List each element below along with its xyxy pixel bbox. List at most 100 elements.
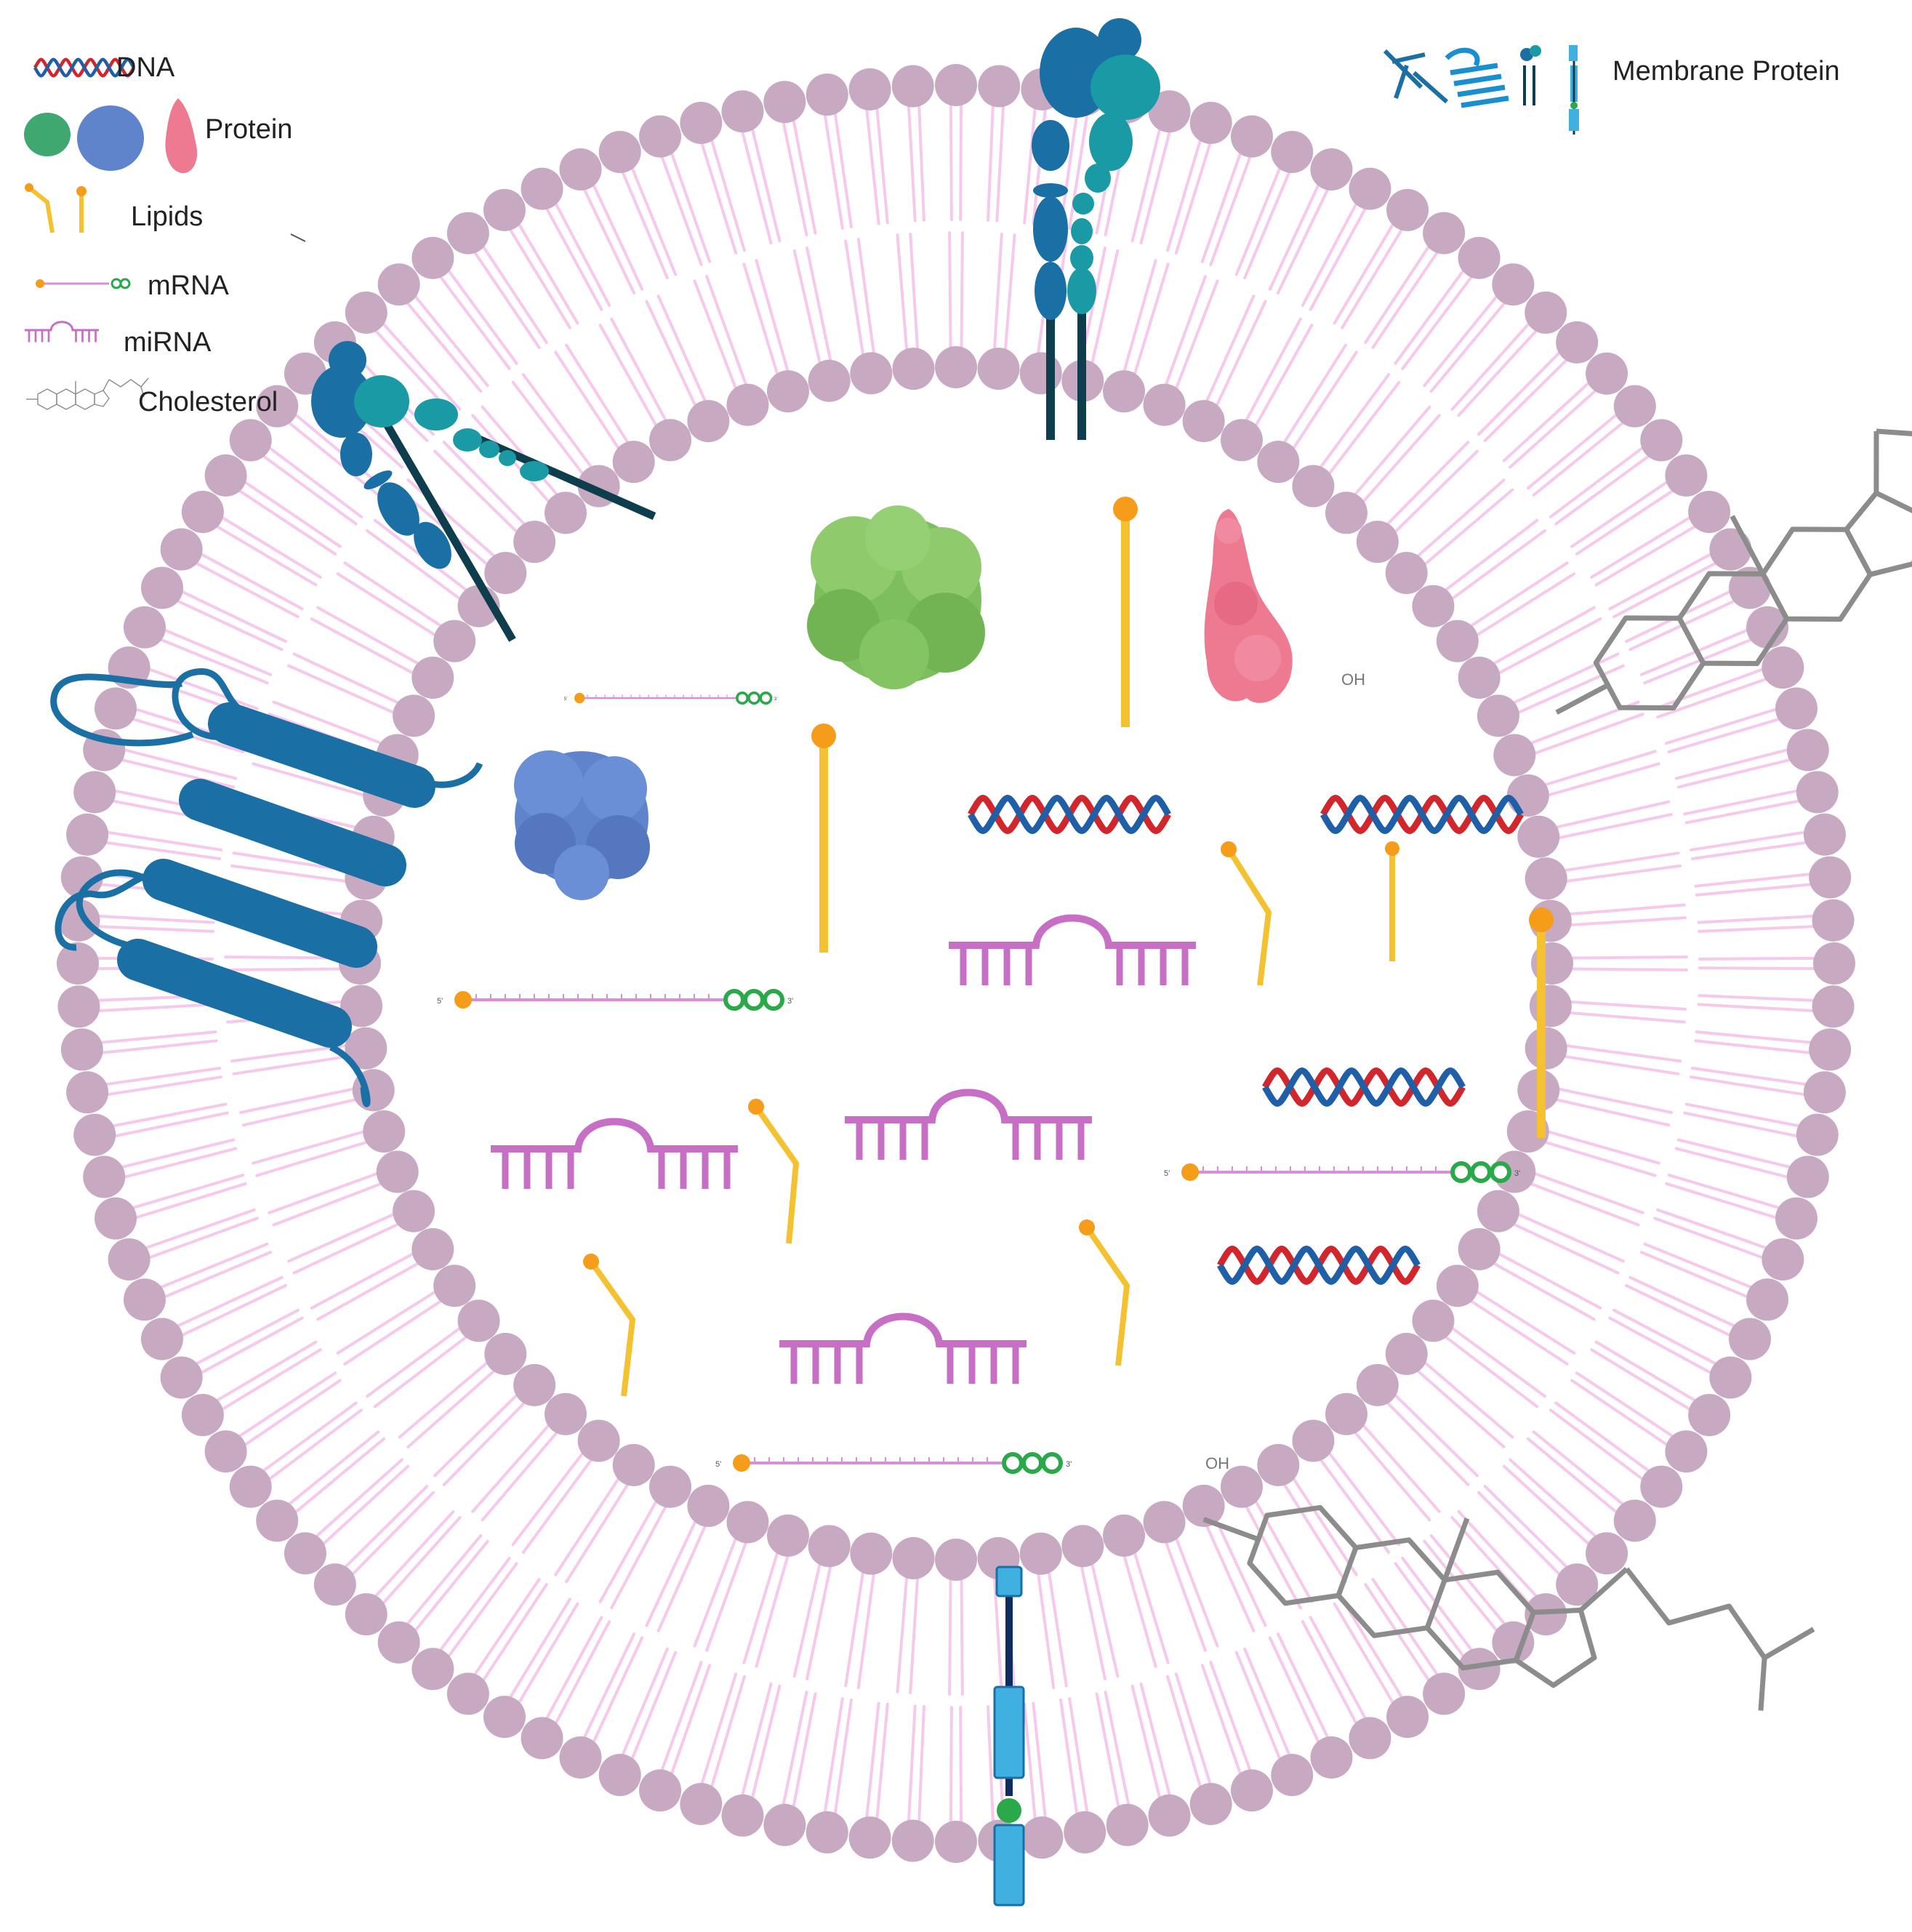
- lipid-head: [457, 1299, 500, 1342]
- lipid-head: [598, 130, 641, 173]
- lipid-tail: [366, 1326, 462, 1398]
- lipid-tail: [147, 668, 259, 710]
- lipid-tail: [1690, 841, 1809, 860]
- lipid-tail: [1683, 789, 1799, 816]
- lipid-head: [256, 385, 299, 428]
- lipid-tail: [656, 294, 707, 404]
- lipid-tail: [948, 231, 952, 350]
- lipid-head: [1220, 419, 1263, 462]
- mirna-4: [779, 1317, 1027, 1384]
- lipid-tail: [511, 1451, 585, 1547]
- cargo-proteins: [514, 505, 1293, 900]
- lipid-tail: [1474, 1290, 1576, 1355]
- lipid-tail: [844, 239, 865, 357]
- lipid-tail: [1457, 1510, 1539, 1599]
- lipid-tail: [755, 259, 790, 374]
- lipid-head: [140, 1318, 183, 1360]
- lipid-tail: [198, 552, 304, 611]
- lipid-tail: [1268, 183, 1320, 291]
- lipid-head: [57, 985, 100, 1028]
- lipid-head: [726, 383, 769, 426]
- lipid-tail: [565, 1482, 630, 1584]
- lipid-tail: [554, 1620, 611, 1725]
- lipid-tail: [143, 1208, 256, 1250]
- lipid-tail: [180, 590, 287, 644]
- lipid-head: [892, 348, 935, 390]
- lipid-tail: [1090, 1562, 1120, 1678]
- lipid-tail: [252, 762, 366, 797]
- lipid-tail: [446, 1562, 518, 1659]
- lipid-tail: [1361, 414, 1441, 504]
- lipid-tail: [1554, 454, 1651, 526]
- cholesterol-oh-label-2: OH: [1205, 1454, 1229, 1472]
- lipid-tail: [99, 1030, 217, 1044]
- lipid-tail: [1656, 1208, 1769, 1250]
- lipid-tail: [261, 1401, 358, 1473]
- cargo-mirna: [491, 918, 1196, 1384]
- lipid-head: [433, 1264, 476, 1307]
- lipid-tail: [598, 1499, 659, 1603]
- lipid-tail: [782, 1691, 808, 1807]
- lipid-head: [1477, 694, 1519, 737]
- lipid-head: [806, 73, 848, 116]
- lipid-head: [95, 687, 137, 730]
- lipid-head: [612, 441, 655, 484]
- lipid-tail: [1023, 1702, 1037, 1821]
- lipid-head: [977, 348, 1020, 390]
- lipid-tail: [1394, 268, 1466, 365]
- lipid-head: [649, 419, 692, 462]
- lipid-head: [377, 1621, 420, 1664]
- lipid-head: [393, 694, 435, 737]
- lipid-head: [1665, 1430, 1708, 1473]
- lipid-tail: [103, 841, 222, 860]
- lipid-tail: [1244, 1504, 1302, 1610]
- lipid-tail: [241, 1098, 358, 1127]
- lipid-head: [376, 1150, 419, 1193]
- lipid-head: [345, 1027, 387, 1070]
- lipid-tail: [471, 1423, 551, 1513]
- dna-3: [1265, 1071, 1463, 1104]
- lipid-tail: [865, 1701, 880, 1820]
- lipid-tail: [656, 1523, 707, 1632]
- lipid-tail: [413, 294, 489, 388]
- lipid-head: [545, 1392, 587, 1435]
- lipid-tail: [481, 244, 548, 345]
- lipid-tail: [1122, 1553, 1157, 1668]
- lipid-head: [1493, 734, 1536, 777]
- lipid-head: [204, 1430, 247, 1473]
- lipid-tail: [268, 1171, 379, 1214]
- lipid-head: [1556, 321, 1599, 364]
- lipid-head: [1412, 1299, 1455, 1342]
- lipid-tail: [700, 1672, 738, 1787]
- lipid-tail: [823, 1697, 844, 1815]
- lipid-tail: [1415, 478, 1506, 558]
- lipid-tail: [243, 1379, 342, 1447]
- lipid-head: [1775, 687, 1817, 730]
- legend: DNA Protein Lipids mRNA miRNA: [23, 45, 1840, 417]
- lipid-tail: [1543, 750, 1657, 787]
- lipid-tail: [1690, 1075, 1807, 1097]
- lipid-head: [1746, 606, 1789, 649]
- lipid-head: [1762, 646, 1804, 689]
- lipid-tail: [705, 1540, 748, 1652]
- lipid-head: [1325, 492, 1367, 534]
- lipid-tail: [316, 1261, 421, 1321]
- lipid-tail: [1590, 1348, 1692, 1411]
- lipid-tail: [1533, 713, 1644, 755]
- lipid-head: [763, 1803, 806, 1846]
- lipid-tail: [1532, 420, 1626, 497]
- lipid-tail: [1502, 380, 1591, 462]
- lipid-tail: [1469, 561, 1569, 628]
- lipid-tail: [1215, 1519, 1267, 1627]
- lipid-tail: [896, 233, 909, 352]
- lipid-tail: [1174, 279, 1219, 390]
- lipid-tail: [1556, 1087, 1673, 1114]
- lipid-tail: [162, 628, 273, 676]
- mrna-3: [1164, 1163, 1520, 1181]
- lipid-tail: [554, 1476, 621, 1576]
- lipid-tail: [373, 1510, 455, 1599]
- lipid-tail: [473, 1578, 541, 1677]
- lipid-tail: [792, 1562, 822, 1678]
- lipid-head: [1103, 370, 1146, 413]
